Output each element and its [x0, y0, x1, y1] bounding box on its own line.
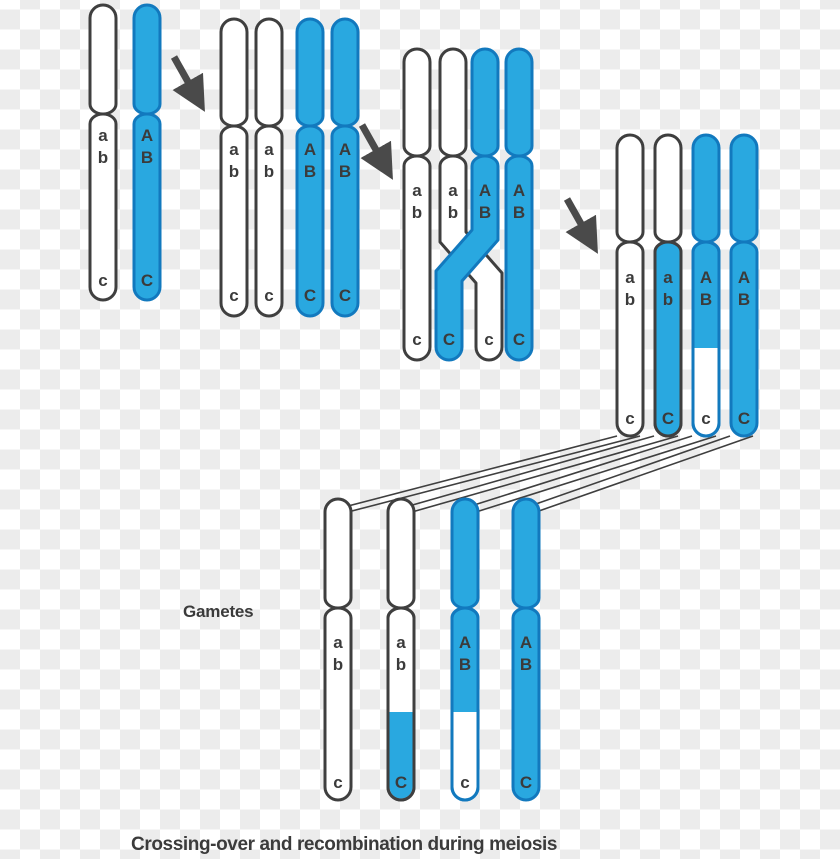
allele-label: C	[395, 773, 407, 792]
stage-3: a b c A B C a b c	[402, 47, 534, 362]
allele-label: C	[738, 409, 750, 428]
allele-label: B	[520, 655, 532, 674]
s2-ch1: a b c	[219, 17, 249, 318]
allele-label: a	[333, 633, 343, 652]
allele-label: A	[304, 140, 316, 159]
allele-label: b	[663, 290, 673, 309]
allele-label: a	[264, 140, 274, 159]
allele-label: C	[662, 409, 674, 428]
allele-label: a	[448, 181, 458, 200]
s2-ch3: A B C	[295, 17, 325, 318]
s1-ch2: A B C	[132, 3, 162, 302]
allele-label: B	[459, 655, 471, 674]
s2-ch2: a b c	[254, 17, 284, 318]
allele-label: c	[264, 286, 273, 305]
g-ch1: a b c	[323, 497, 353, 802]
allele-label: C	[141, 271, 153, 290]
allele-label: b	[625, 290, 635, 309]
s4-ch2: a b C	[653, 133, 683, 438]
allele-label: B	[479, 203, 491, 222]
allele-label: A	[141, 126, 153, 145]
allele-label: A	[339, 140, 351, 159]
allele-label: a	[625, 268, 635, 287]
allele-label: A	[513, 181, 525, 200]
s3-ch4: A B C	[504, 47, 534, 362]
allele-label: c	[484, 330, 493, 349]
g-ch3: A B c	[450, 497, 480, 802]
g-ch4: A B C	[511, 497, 541, 802]
arrow-3	[563, 197, 598, 254]
allele-label: B	[141, 148, 153, 167]
stage-4: a b c a b C	[615, 133, 759, 438]
connector-3	[451, 435, 717, 513]
allele-label: B	[700, 290, 712, 309]
allele-label: C	[513, 330, 525, 349]
allele-label: B	[304, 162, 316, 181]
allele-label: a	[663, 268, 673, 287]
allele-label: c	[701, 409, 710, 428]
allele-label: a	[412, 181, 422, 200]
allele-label: C	[443, 330, 455, 349]
allele-label: b	[98, 148, 108, 167]
stage-2: a b c a b c A B C	[219, 17, 360, 318]
g-ch2: a b C	[386, 497, 416, 802]
arrow-2	[358, 123, 393, 180]
allele-label: b	[412, 203, 422, 222]
allele-label: A	[479, 181, 491, 200]
allele-label: b	[333, 655, 343, 674]
allele-label: b	[396, 655, 406, 674]
connector-4	[512, 435, 754, 513]
allele-label: b	[229, 162, 239, 181]
gamete-connectors	[324, 435, 754, 513]
allele-label: C	[304, 286, 316, 305]
gametes-row: a b c a b C A B c	[323, 497, 541, 802]
allele-label: c	[229, 286, 238, 305]
allele-label: c	[625, 409, 634, 428]
gametes-label: Gametes	[183, 602, 254, 621]
connector-1	[324, 435, 641, 513]
allele-label: a	[229, 140, 239, 159]
allele-label: c	[460, 773, 469, 792]
s4-ch4: A B C	[729, 133, 759, 438]
s4-ch1: a b c	[615, 133, 645, 438]
allele-label: c	[333, 773, 342, 792]
allele-label: b	[448, 203, 458, 222]
allele-label: C	[520, 773, 532, 792]
allele-label: c	[98, 271, 107, 290]
allele-label: A	[459, 633, 471, 652]
allele-label: A	[700, 268, 712, 287]
allele-label: a	[98, 126, 108, 145]
allele-label: b	[264, 162, 274, 181]
allele-label: C	[339, 286, 351, 305]
s1-ch1: a b c	[88, 3, 118, 302]
allele-label: A	[520, 633, 532, 652]
figure-caption: Crossing-over and recombination during m…	[131, 834, 558, 855]
connector-2	[387, 435, 679, 513]
s3-ch1: a b c	[402, 47, 432, 362]
s3-ch2: A B C	[434, 47, 500, 362]
allele-label: B	[738, 290, 750, 309]
arrow-1	[170, 55, 205, 112]
stage-1: a b c A B C	[88, 3, 162, 302]
allele-label: c	[412, 330, 421, 349]
s4-ch3: A B c	[691, 133, 721, 438]
allele-label: A	[738, 268, 750, 287]
allele-label: B	[339, 162, 351, 181]
allele-label: a	[396, 633, 406, 652]
s2-ch4: A B C	[330, 17, 360, 318]
allele-label: B	[513, 203, 525, 222]
